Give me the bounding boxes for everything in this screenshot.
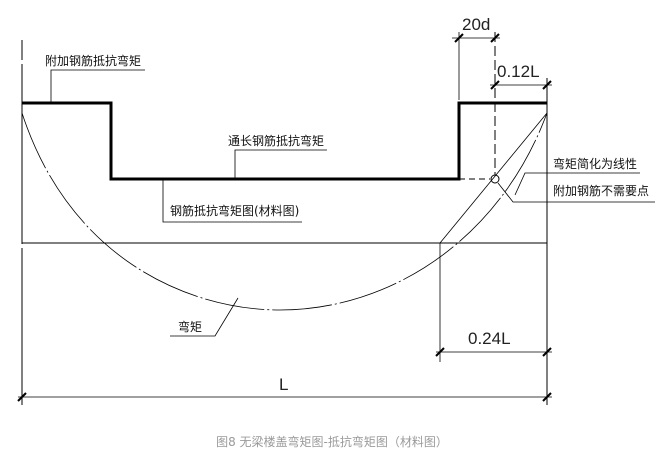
moment-curve <box>21 112 548 311</box>
leader-continuous <box>234 149 327 179</box>
dim-012L-text: 0.12L <box>497 62 540 81</box>
leader-cutoff <box>497 182 655 203</box>
dim-024L-text: 0.24L <box>468 329 511 348</box>
label-resisting-moment-diagram: 钢筋抵抗弯矩图(材料图) <box>170 203 299 218</box>
leader-material <box>162 179 302 223</box>
dim-span <box>17 392 552 402</box>
label-moment: 弯矩 <box>178 319 202 334</box>
resisting-moment-line <box>22 101 547 181</box>
figure-caption: 图8 无梁楼盖弯矩图-抵抗弯矩图（材料图） <box>216 434 448 449</box>
leader-linearized <box>514 172 640 196</box>
dim-024L <box>435 347 552 357</box>
leader-moment <box>170 297 239 337</box>
label-linearized-moment: 弯矩简化为线性 <box>553 156 637 171</box>
leader-additional <box>50 69 145 103</box>
dim-span-text: L <box>279 375 288 394</box>
cutoff-point-marker <box>490 174 500 184</box>
label-cutoff-point: 附加钢筋不需要点 <box>553 183 649 198</box>
dim-012L <box>490 80 552 90</box>
dim-20d-text: 20d <box>462 15 490 34</box>
label-continuous-rebar-moment: 通长钢筋抵抗弯矩 <box>228 133 324 148</box>
label-additional-rebar-moment: 附加钢筋抵抗弯矩 <box>45 53 141 68</box>
dim-20d <box>452 33 500 43</box>
linearized-moment-line <box>439 112 548 244</box>
